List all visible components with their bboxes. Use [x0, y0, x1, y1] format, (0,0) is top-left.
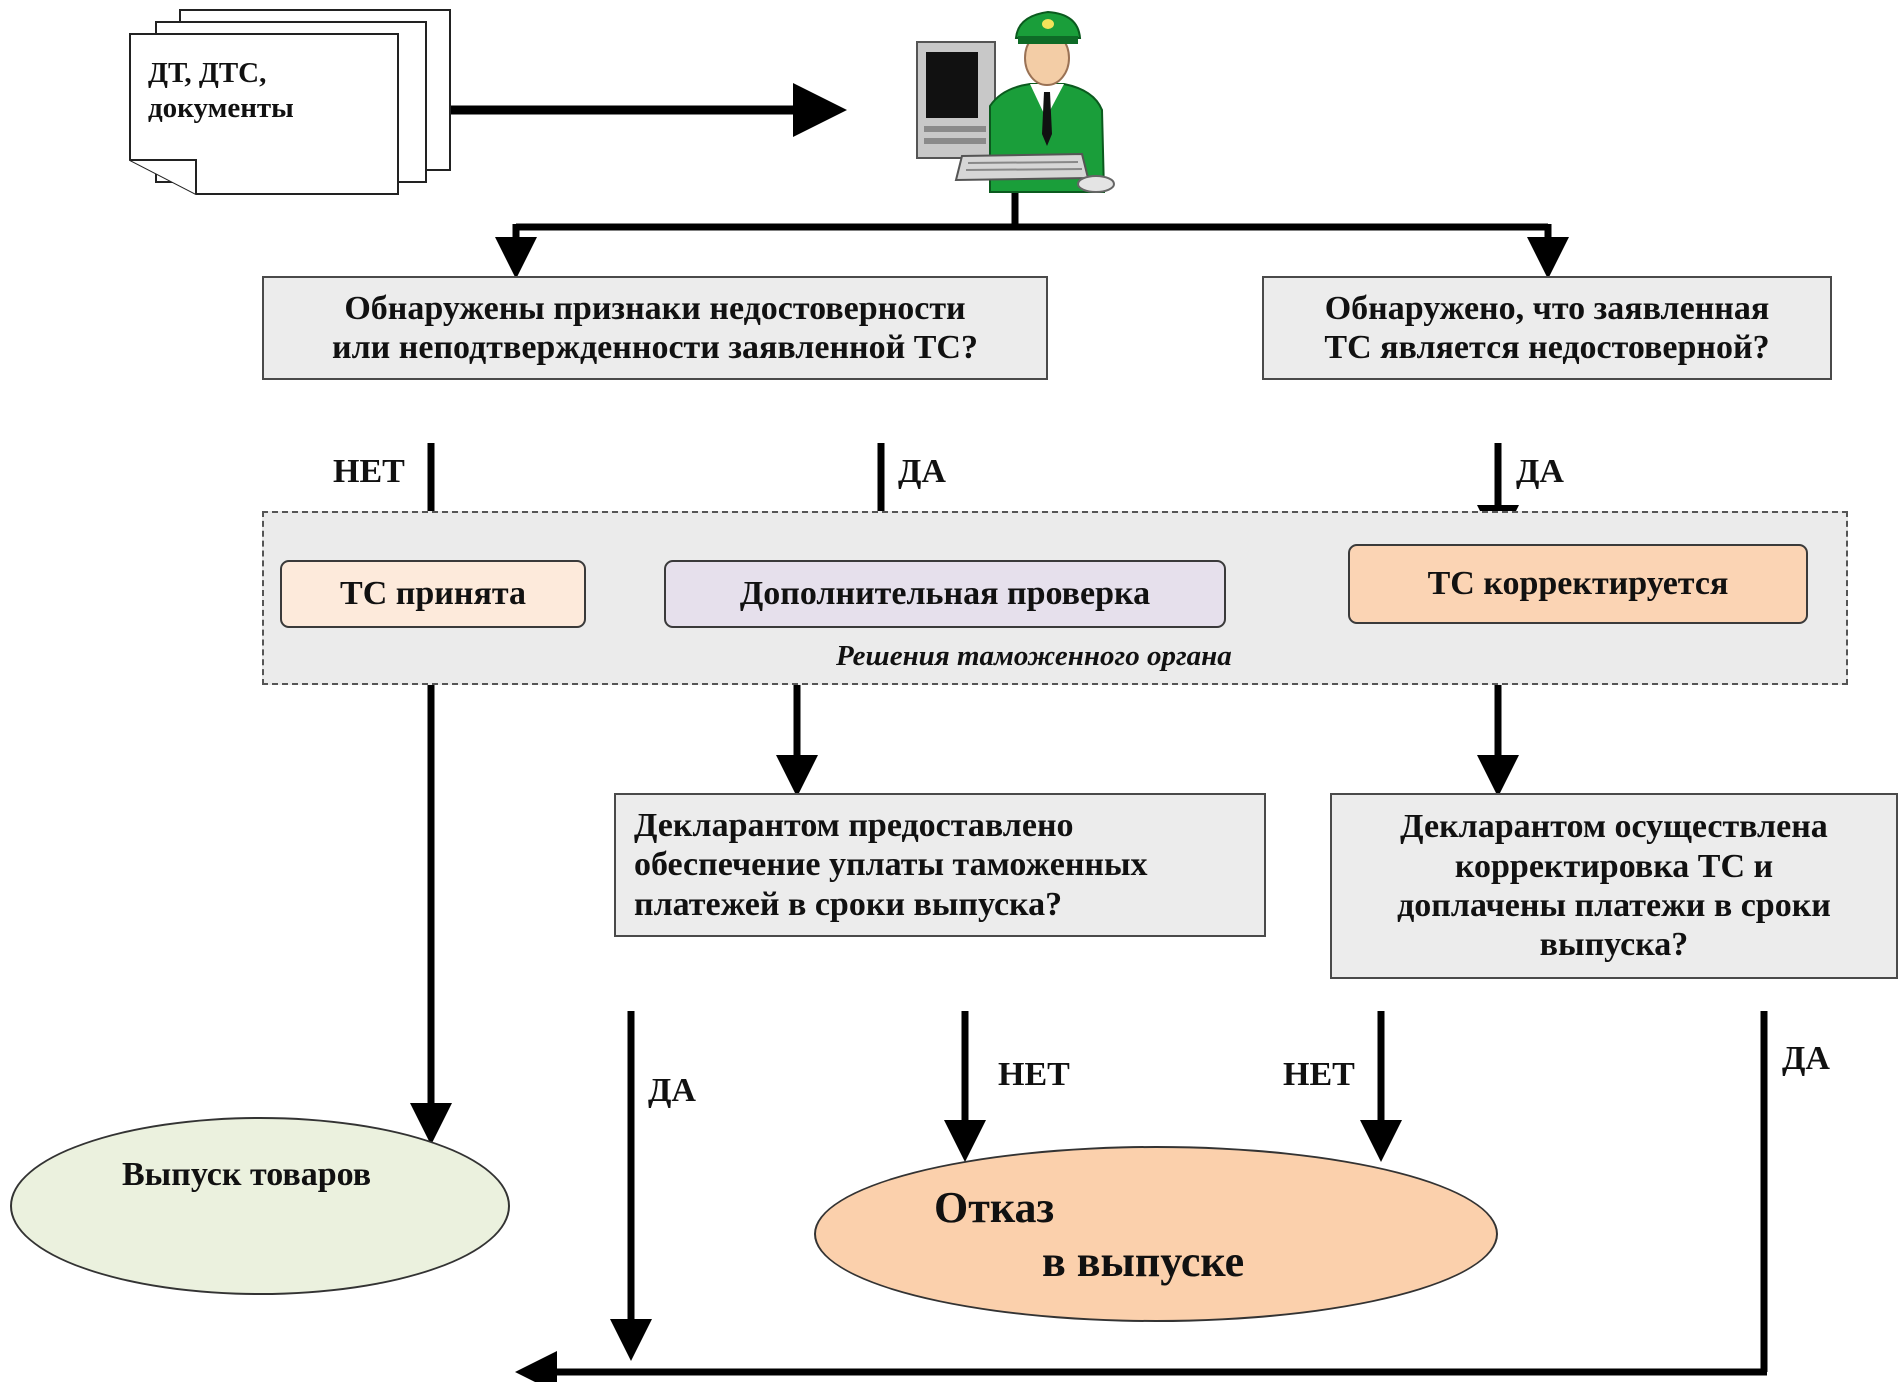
outcome-release-ellipse [10, 1117, 510, 1295]
edge-label-q3-yes: ДА [648, 1072, 696, 1109]
question-box-doubt: Обнаружены признаки недостоверности или … [262, 276, 1048, 380]
question-correction-line2: корректировка ТС и [1454, 847, 1774, 885]
decisions-group-caption: Решения таможенного органа [836, 640, 1232, 672]
decision-corrected: ТС корректируется [1348, 544, 1808, 624]
question-box-correction: Декларантом осуществлена корректировка Т… [1330, 793, 1898, 979]
edge-label-q2-yes: ДА [1516, 453, 1564, 490]
edge-label-q4-yes: ДА [1782, 1040, 1830, 1077]
question-unreliable-line2: ТС является недостоверной? [1324, 329, 1770, 366]
question-correction-line4: выпуска? [1539, 926, 1689, 964]
documents-label: ДТ, ДТС, документы [148, 56, 294, 127]
outcome-refusal-line1: Отказ [934, 1183, 1055, 1232]
question-guarantee-line2: обеспечение уплаты таможенных [634, 846, 1148, 884]
question-box-unreliable: Обнаружено, что заявленная ТС является н… [1262, 276, 1832, 380]
question-box-guarantee: Декларантом предоставлено обеспечение уп… [614, 793, 1266, 937]
outcome-release-label: Выпуск товаров [122, 1156, 372, 1193]
document-stack-icon [129, 9, 451, 195]
outcome-refusal-line2: в выпуске [1042, 1237, 1245, 1286]
documents-label-line1: ДТ, ДТС, [148, 57, 267, 89]
edge-label-q4-no: НЕТ [1283, 1056, 1355, 1093]
question-correction-line3: доплачены платежи в сроки [1397, 887, 1831, 924]
documents-label-line2: документы [148, 92, 294, 125]
question-doubt-line1: Обнаружены признаки недостоверности [344, 289, 966, 327]
edge-label-q1-no: НЕТ [333, 453, 405, 490]
edge-label-q3-no: НЕТ [998, 1056, 1070, 1093]
decision-accepted: ТС принята [280, 560, 586, 628]
edge-label-q1-yes: ДА [898, 453, 946, 490]
question-guarantee-line3: платежей в сроки выпуска? [634, 885, 1063, 923]
customs-officer-icon [916, 10, 1115, 193]
question-correction-line1: Декларантом осуществлена [1400, 808, 1828, 846]
decision-extra-check: Дополнительная проверка [664, 560, 1226, 628]
question-unreliable-line1: Обнаружено, что заявленная [1324, 289, 1770, 327]
question-guarantee-line1: Декларантом предоставлено [634, 806, 1074, 844]
question-doubt-line2: или неподтвержденности заявленной ТС? [332, 329, 978, 366]
outcome-refusal-ellipse [814, 1146, 1498, 1322]
